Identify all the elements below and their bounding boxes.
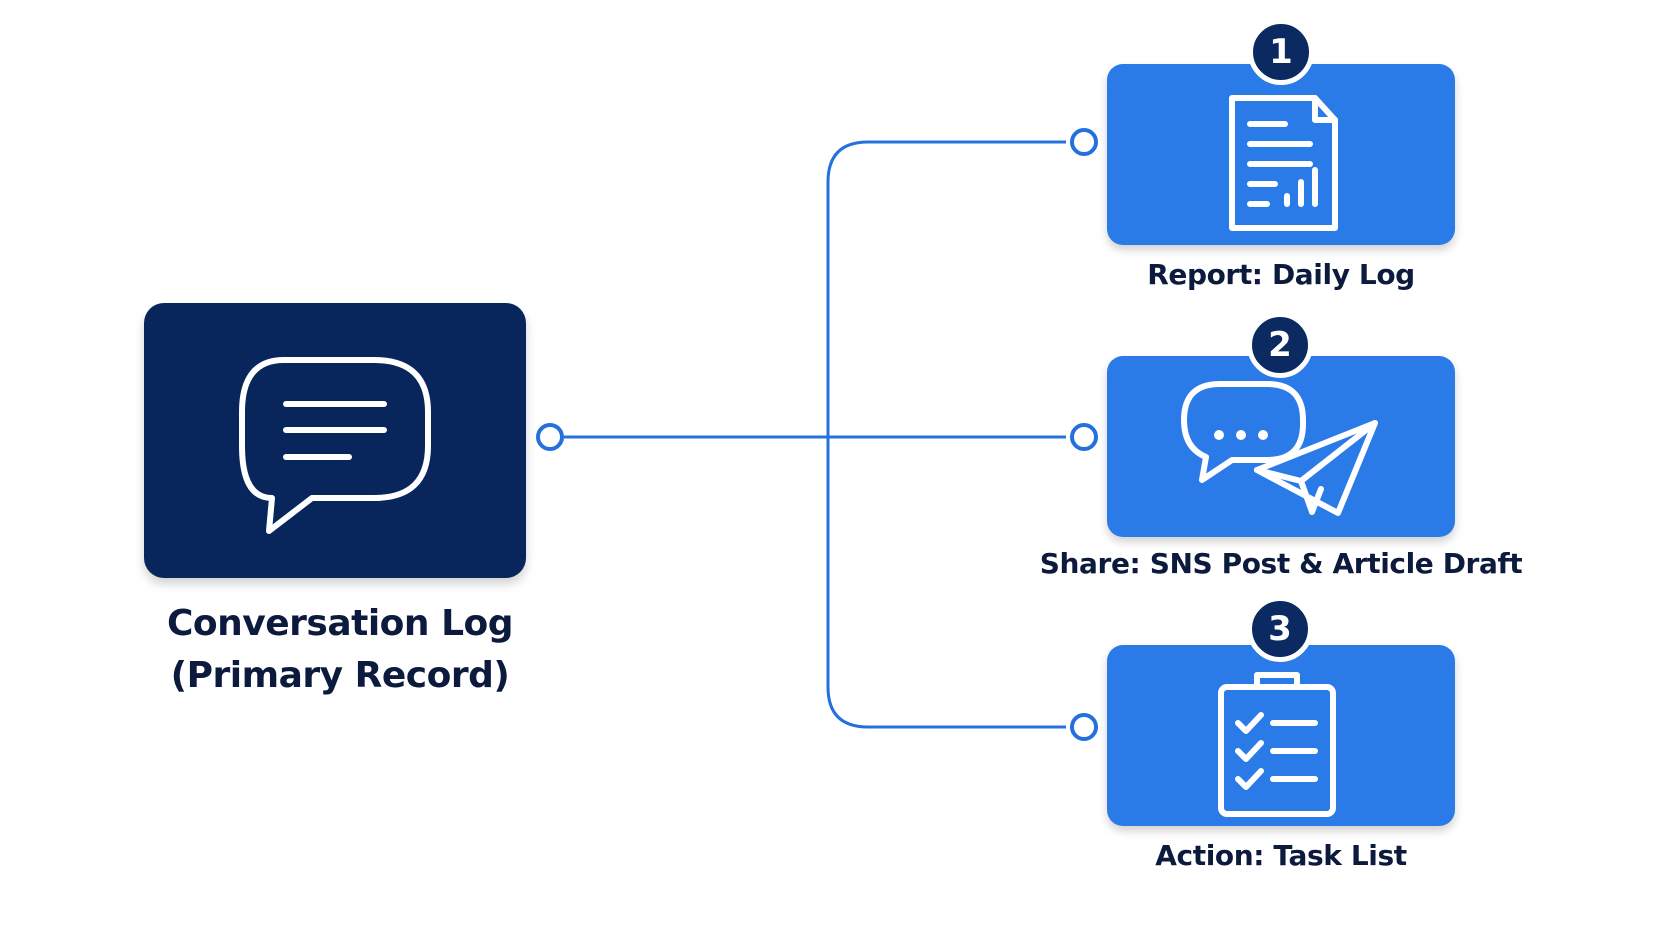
- output-label-1: Report: Daily Log: [1147, 258, 1415, 291]
- chat-and-paper-plane-icon: [1181, 381, 1378, 516]
- output-node-1: [1107, 64, 1455, 245]
- source-node: [144, 303, 526, 578]
- clipboard-checklist-icon: [1218, 672, 1336, 817]
- step-badge-3: 3: [1247, 596, 1313, 662]
- step-badge-1: 1: [1248, 19, 1314, 85]
- output-3-connector-port: [1070, 713, 1098, 741]
- source-label-line2: (Primary Record): [170, 655, 510, 696]
- source-label-line1: Conversation Log: [166, 603, 514, 644]
- connector-line-to-output-1: [826, 140, 1066, 437]
- output-label-2: Share: SNS Post & Article Draft: [1039, 547, 1523, 580]
- report-document-icon: [1229, 95, 1338, 231]
- output-node-3: [1107, 645, 1455, 826]
- chat-bubble-icon: [239, 357, 431, 534]
- output-node-2: [1107, 356, 1455, 537]
- step-badge-2: 2: [1247, 312, 1313, 378]
- output-label-3: Action: Task List: [1155, 839, 1407, 872]
- source-connector-port: [536, 423, 564, 451]
- output-1-connector-port: [1070, 128, 1098, 156]
- output-2-connector-port: [1070, 423, 1098, 451]
- connector-line-to-output-3: [826, 437, 1066, 729]
- source-label: Conversation Log (Primary Record): [120, 598, 560, 702]
